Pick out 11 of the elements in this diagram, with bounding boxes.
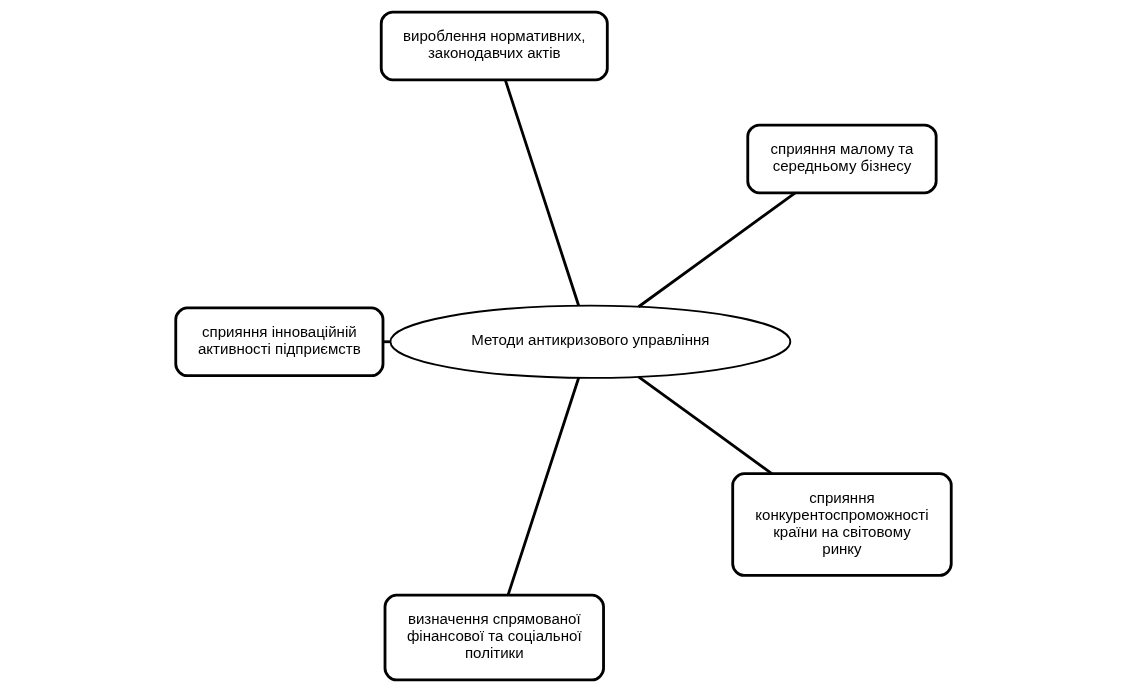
connector: [503, 79, 580, 307]
connector: [506, 377, 580, 596]
connector: [382, 340, 390, 344]
connector: [637, 191, 796, 308]
node-box: сприяння малому та середньому бізнесу: [745, 123, 938, 195]
node-box: визначення спрямованої фінансової та соціальної політики: [383, 593, 605, 682]
node-ellipse: Методи антикризового управління: [389, 304, 791, 379]
node-box: вироблення нормативних, законодавчих актів: [379, 10, 609, 82]
connector: [637, 375, 773, 475]
node-box: сприяння інноваційній активності підприємств: [173, 306, 384, 378]
node-box: сприяння конкурентоспроможності країни на світовому ринку: [730, 472, 953, 577]
